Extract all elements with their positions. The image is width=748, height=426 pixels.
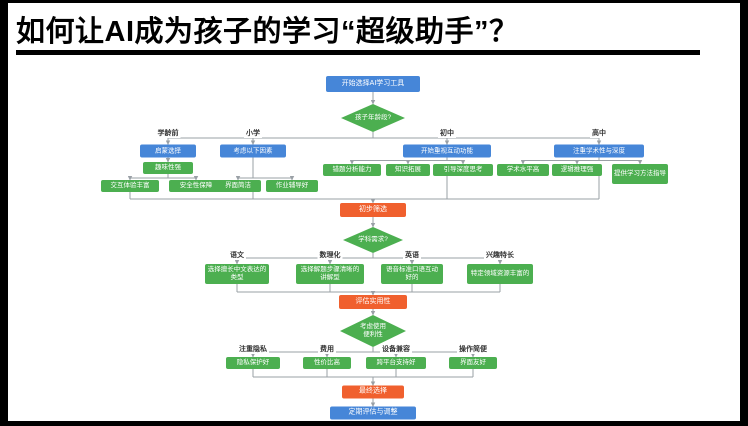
factor-box: 界面友好: [449, 357, 497, 369]
subject-tool-box: 特定领域资源丰富的: [467, 264, 533, 284]
convenience-decision-text: 考虑使用便利性: [360, 323, 386, 338]
gate-evaluate-practicality: 评估实用性: [339, 295, 407, 309]
factor-label-device: 设备兼容: [380, 344, 412, 354]
factor-box: 性价比高: [303, 357, 351, 369]
feature-box: 趣味性强: [143, 162, 193, 174]
subject-decision-text: 学科需求?: [358, 236, 388, 244]
subject-label-chinese: 语文: [228, 250, 246, 260]
gate-final-choice: 最终选择: [342, 385, 404, 399]
subject-tool-box: 选择擅长中文表达的类型: [205, 264, 269, 284]
age-decision-text: 孩子年龄段?: [354, 114, 392, 122]
feature-box: 安全性保障: [169, 180, 223, 192]
branch-label-preschool: 学龄前: [155, 128, 181, 138]
stage-header-junior: 开始重视互动功能: [403, 144, 491, 158]
feature-box: 学术水平高: [497, 164, 549, 176]
gate-initial-screening: 初步筛选: [340, 203, 406, 217]
branch-label-senior: 高中: [590, 128, 608, 138]
subject-label-science: 数理化: [317, 250, 343, 260]
feature-box: 知识拓展: [386, 164, 430, 176]
subject-label-interest: 兴趣特长: [484, 250, 516, 260]
feature-box: 引导深度思考: [433, 164, 493, 176]
stage-header-senior: 注重学术性与深度: [554, 144, 644, 158]
branch-label-primary: 小学: [244, 128, 262, 138]
feature-box: 逻辑推理强: [552, 164, 602, 176]
factor-box: 跨平台支持好: [366, 357, 426, 369]
factor-box: 隐私保护好: [226, 357, 280, 369]
stage-header-primary: 考虑以下因素: [220, 144, 286, 158]
title-underline: [16, 50, 700, 55]
subject-tool-box: 选择解题步骤清晰的讲解型: [296, 264, 364, 284]
factor-label-ease: 操作简便: [457, 344, 489, 354]
feature-box: 界面简洁: [215, 180, 261, 192]
subject-label-english: 英语: [403, 250, 421, 260]
subject-tool-box: 语音标准口语互动好的: [381, 264, 443, 284]
stage-header-preschool: 启蒙选择: [140, 144, 196, 158]
slide-title: 如何让AI成为孩子的学习“超级助手”？: [16, 16, 519, 48]
feature-box: 交互体验丰富: [101, 180, 159, 192]
feature-box: 提供学习方法指导: [612, 164, 668, 184]
feature-box: 作业辅导好: [266, 180, 318, 192]
factor-label-privacy: 注重隐私: [237, 344, 269, 354]
factor-label-cost: 费用: [318, 344, 336, 354]
start-node: 开始选择AI学习工具: [326, 76, 420, 92]
end-node: 定期评估与调整: [330, 406, 416, 420]
branch-label-junior: 初中: [438, 128, 456, 138]
feature-box: 错题分析能力: [323, 164, 381, 176]
